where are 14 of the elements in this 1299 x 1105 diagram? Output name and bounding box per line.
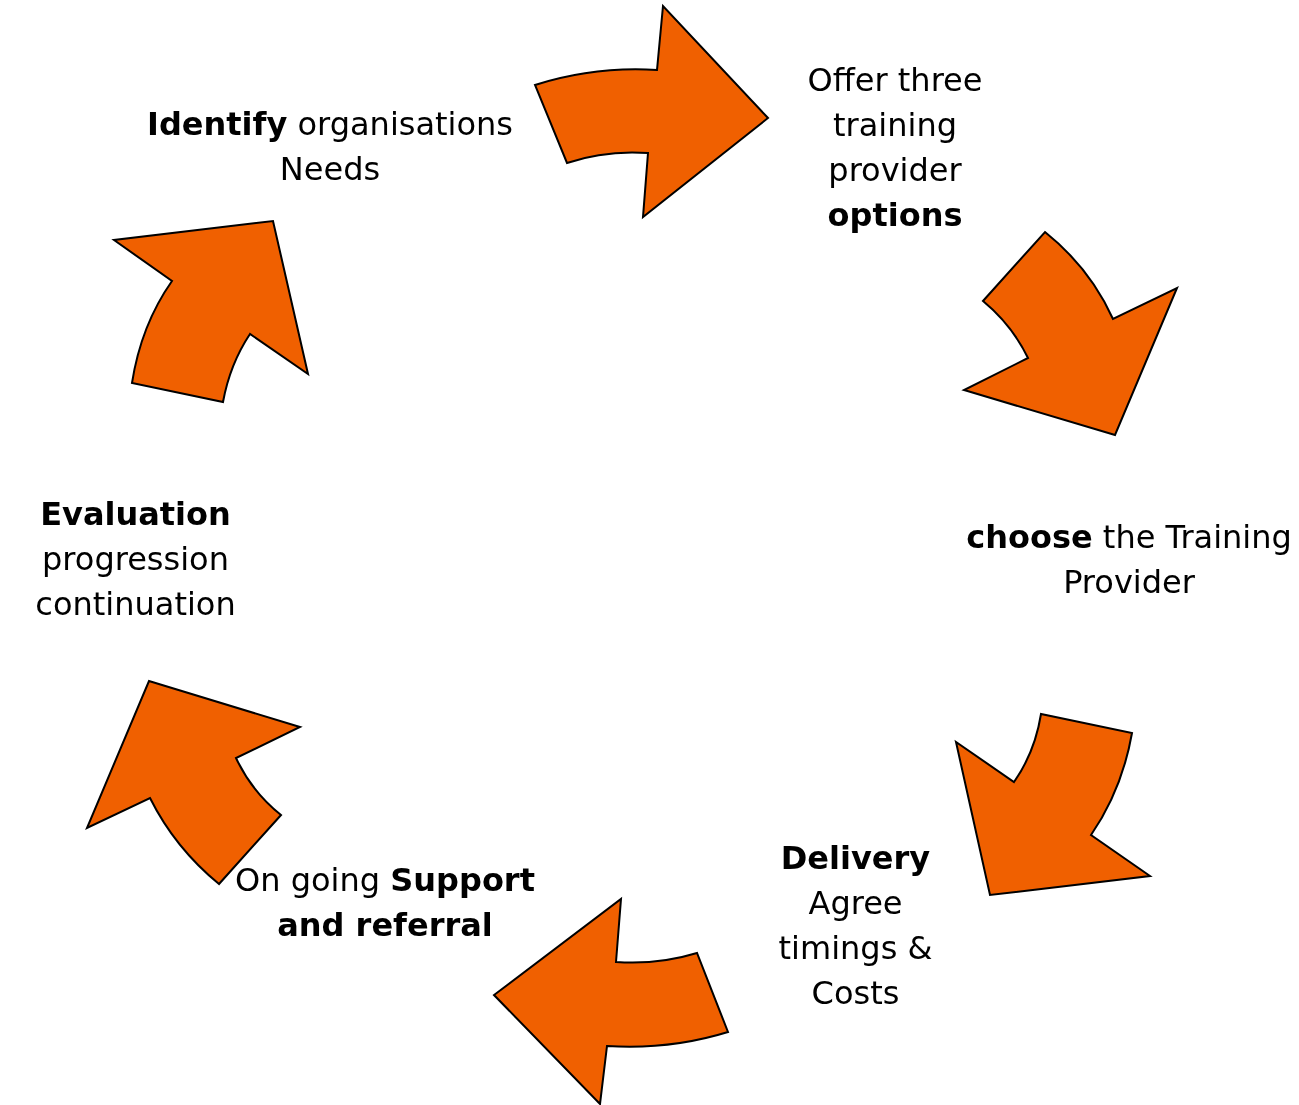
step-label: progression continuation	[34, 539, 237, 625]
step-label: Agree timings & Costs	[777, 883, 934, 1014]
curved-block-arrow	[534, 5, 769, 218]
step-heading: Delivery	[780, 838, 931, 879]
step-label: Identify organisations Needs	[146, 104, 514, 190]
curved-block-arrow	[493, 898, 729, 1105]
curved-block-arrow	[955, 713, 1151, 896]
curved-block-arrow	[113, 220, 309, 403]
curved-block-arrow	[86, 680, 301, 885]
step-heading: Evaluation	[40, 494, 231, 535]
step-label: Offer three training provider options	[806, 60, 984, 236]
step-label: choose the Training Provider	[965, 517, 1293, 603]
curved-block-arrow	[963, 231, 1178, 436]
step-label: On going Support and referral	[235, 860, 535, 946]
